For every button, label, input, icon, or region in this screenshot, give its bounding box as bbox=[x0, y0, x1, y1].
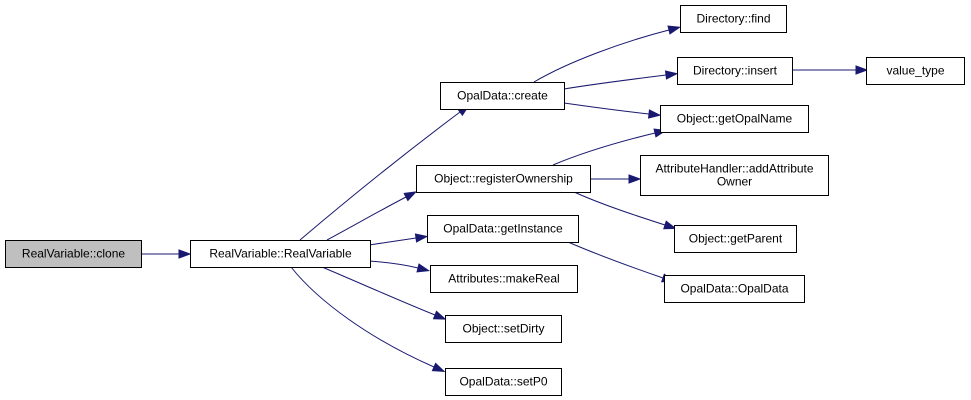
edge-line bbox=[563, 74, 667, 90]
edge-line bbox=[567, 241, 664, 279]
node-directory-find[interactable]: Directory::find bbox=[680, 5, 787, 33]
node-box bbox=[430, 265, 578, 293]
node-box bbox=[866, 57, 965, 85]
node-attributes-makereal[interactable]: Attributes::makeReal bbox=[430, 265, 578, 293]
node-label: Object::getParent bbox=[689, 232, 783, 246]
node-label: Directory::insert bbox=[693, 64, 778, 78]
node-directory-insert[interactable]: Directory::insert bbox=[677, 57, 793, 85]
node-value-type[interactable]: value_type bbox=[866, 57, 965, 85]
node-opaldata-getinstance[interactable]: OpalData::getInstance bbox=[427, 215, 579, 243]
arrowhead-icon bbox=[663, 220, 677, 230]
node-opaldata-create[interactable]: OpalData::create bbox=[440, 82, 565, 110]
edge-realvariable-realvariable-to-opaldata-getinstance bbox=[368, 233, 429, 246]
node-object-setdirty[interactable]: Object::setDirty bbox=[445, 315, 562, 343]
node-label: RealVariable::RealVariable bbox=[209, 247, 352, 261]
edge-opaldata-create-to-object-getopalname bbox=[563, 102, 662, 119]
edge-object-registerownership-to-object-getparent bbox=[573, 191, 677, 230]
node-object-getopalname[interactable]: Object::getOpalName bbox=[660, 105, 809, 133]
node-box bbox=[445, 368, 562, 396]
node-label: OpalData::OpalData bbox=[680, 282, 788, 296]
node-label: OpalData::getInstance bbox=[443, 222, 563, 236]
node-opaldata-opaldata[interactable]: OpalData::OpalData bbox=[664, 275, 805, 303]
arrowhead-icon bbox=[664, 70, 679, 80]
edge-opaldata-create-to-directory-insert bbox=[563, 70, 679, 90]
edge-line bbox=[321, 266, 436, 316]
node-label: Object::setDirty bbox=[462, 322, 544, 336]
arrowhead-icon bbox=[855, 65, 869, 75]
edge-line bbox=[552, 132, 656, 166]
arrowhead-icon bbox=[178, 249, 192, 259]
node-label: Object::registerOwnership bbox=[434, 172, 573, 186]
node-box bbox=[677, 57, 793, 85]
node-box bbox=[445, 315, 562, 343]
edge-realvariable-clone-to-realvariable-realvariable bbox=[141, 249, 192, 259]
arrowhead-icon bbox=[667, 25, 682, 35]
edge-line bbox=[533, 29, 670, 83]
node-box bbox=[680, 5, 787, 33]
node-object-getparent[interactable]: Object::getParent bbox=[674, 225, 797, 253]
edge-realvariable-realvariable-to-attributes-makereal bbox=[368, 260, 431, 273]
edge-opaldata-create-to-directory-find bbox=[533, 25, 682, 83]
node-label: Attributes::makeReal bbox=[448, 272, 559, 286]
node-label: AttributeHandler::addAttribute bbox=[655, 162, 813, 176]
node-box bbox=[190, 240, 371, 268]
arrowhead-icon bbox=[432, 310, 447, 320]
arrowhead-icon bbox=[414, 233, 429, 243]
node-label: value_type bbox=[886, 64, 944, 78]
edge-opaldata-getinstance-to-opaldata-opaldata bbox=[567, 241, 675, 283]
arrowhead-icon bbox=[647, 109, 662, 119]
node-opaldata-setp0[interactable]: OpalData::setP0 bbox=[445, 368, 562, 396]
node-box bbox=[416, 165, 591, 193]
nodes-layer: RealVariable::clone RealVariable::RealVar… bbox=[5, 5, 965, 396]
node-realvariable-clone[interactable]: RealVariable::clone bbox=[5, 240, 142, 268]
node-object-registerownership[interactable]: Object::registerOwnership bbox=[416, 165, 591, 193]
node-box bbox=[5, 240, 142, 268]
edge-line bbox=[368, 237, 417, 246]
edge-realvariable-realvariable-to-object-registerownership bbox=[326, 191, 418, 241]
node-label: Directory::find bbox=[696, 12, 770, 26]
node-box bbox=[640, 155, 829, 196]
node-box bbox=[440, 82, 565, 110]
node-box bbox=[674, 225, 797, 253]
node-label: Owner bbox=[717, 175, 752, 189]
edge-directory-insert-to-value-type bbox=[792, 65, 869, 75]
arrowhead-icon bbox=[403, 191, 418, 202]
edge-line bbox=[573, 191, 666, 226]
node-label: Object::getOpalName bbox=[677, 112, 793, 126]
edge-line bbox=[299, 111, 461, 241]
arrowhead-icon bbox=[431, 362, 446, 372]
node-label: RealVariable::clone bbox=[22, 247, 125, 261]
node-box bbox=[664, 275, 805, 303]
arrowhead-icon bbox=[628, 174, 642, 184]
node-label: OpalData::create bbox=[457, 89, 548, 103]
edge-line bbox=[563, 102, 650, 115]
node-box bbox=[660, 105, 809, 133]
edge-line bbox=[368, 260, 419, 269]
edge-line bbox=[326, 196, 407, 241]
node-realvariable-realvariable[interactable]: RealVariable::RealVariable bbox=[190, 240, 371, 268]
node-box bbox=[427, 215, 579, 243]
node-label: OpalData::setP0 bbox=[459, 375, 547, 389]
arrowhead-icon bbox=[416, 263, 431, 273]
edge-realvariable-realvariable-to-object-setdirty bbox=[321, 266, 447, 320]
edge-realvariable-realvariable-to-opaldata-setp0 bbox=[290, 266, 446, 372]
edge-object-registerownership-to-attributehandler-addattributeowner bbox=[590, 174, 642, 184]
edge-line bbox=[290, 266, 435, 368]
